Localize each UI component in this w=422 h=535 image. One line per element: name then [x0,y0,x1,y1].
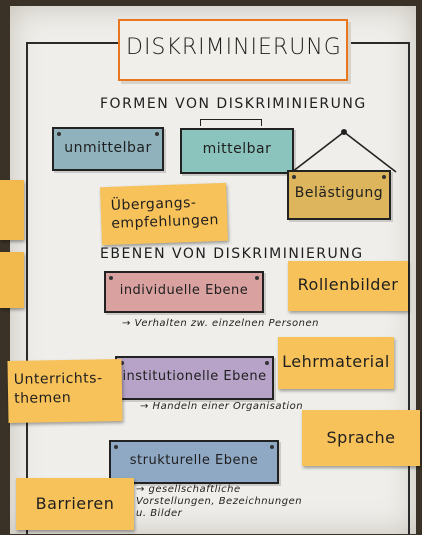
pin [57,132,61,136]
card-strukturelle-ebene: strukturelle Ebene [109,440,279,484]
partial-note-left-2 [0,252,24,308]
hanging-string [291,129,397,173]
pin [382,175,386,179]
note-text: Unterrichts-themen [13,370,103,407]
levels-heading: EBENEN VON DISKRIMINIERUNG [100,246,364,262]
partial-note-left-1 [0,180,24,240]
card-unmittelbar: unmittelbar [52,127,164,171]
card-label: unmittelbar [64,140,152,156]
card-mittelbar: mittelbar [180,128,294,174]
pin [114,445,118,449]
structural-description: → gesellschaftliche Vorstellungen, Bezei… [136,484,303,519]
note-text: Übergangs-empfehlungen [110,194,220,232]
note-text: Rollenbilder [297,275,399,294]
note-barrieren: Barrieren [16,478,134,530]
pin [265,361,269,365]
pin [109,276,113,280]
note-lehrmaterial: Lehrmaterial [278,337,394,389]
pin [120,361,124,365]
note-text: Sprache [326,428,396,447]
note-text: Lehrmaterial [282,352,390,371]
pin [255,276,259,280]
card-institutionelle-ebene: institutionelle Ebene [115,356,274,400]
note-uebergangsempfehlungen: Übergangs-empfehlungen [100,182,228,246]
card-label: strukturelle Ebene [129,453,259,468]
title-box: DISKRIMINIERUNG [118,19,348,81]
note-text: Barrieren [35,494,115,513]
bracket [200,119,262,126]
institutional-description: → Handeln einer Organisation [140,401,304,412]
card-label: Belästigung [294,185,384,201]
page-title: DISKRIMINIERUNG [126,35,342,60]
card-label: individuelle Ebene [119,283,249,298]
card-belaestigung: Belästigung [287,170,391,220]
forms-heading: FORMEN VON DISKRIMINIERUNG [100,96,367,112]
card-label: institutionelle Ebene [122,369,267,384]
pin [270,445,274,449]
card-individuelle-ebene: individuelle Ebene [104,271,264,313]
pin [155,132,159,136]
note-unterrichtsthemen: Unterrichts-themen [7,359,123,423]
note-sprache: Sprache [302,410,420,466]
individual-description: → Verhalten zw. einzelnen Personen [122,318,319,329]
card-label: mittelbar [202,141,272,157]
note-rollenbilder: Rollenbilder [288,261,408,311]
pin [292,175,296,179]
